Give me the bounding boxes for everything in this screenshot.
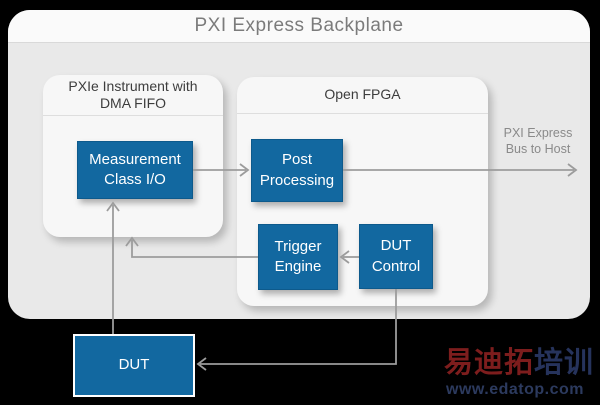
post-processing-block: Post Processing — [251, 139, 343, 202]
measurement-label-line1: Measurement — [89, 150, 181, 168]
bus-to-host-label: PXI Express Bus to Host — [496, 126, 580, 157]
post-processing-label-line2: Processing — [259, 171, 335, 189]
dut-control-block: DUT Control — [359, 224, 433, 289]
post-processing-label-line1: Post — [281, 151, 312, 169]
trigger-engine-label-line2: Engine — [274, 258, 322, 275]
trigger-engine-block: Trigger Engine — [258, 224, 338, 290]
pxie-instrument-title-line2: DMA FIFO — [99, 95, 167, 111]
watermark-text-blue: 培训 — [534, 347, 595, 379]
measurement-class-io-block: Measurement Class I/O — [77, 141, 193, 199]
trigger-engine-label-line1: Trigger — [274, 237, 322, 255]
bus-label-line2: Bus to Host — [505, 141, 571, 156]
measurement-label-line2: Class I/O — [104, 171, 166, 188]
pxie-instrument-panel: PXIe Instrument with DMA FIFO — [43, 75, 223, 237]
bus-label-line1: PXI Express — [503, 126, 573, 140]
open-fpga-title-text: Open FPGA — [324, 86, 401, 103]
backplane-header: PXI Express Backplane — [8, 10, 590, 43]
dut-control-label-line1: DUT — [380, 237, 412, 255]
watermark-url: www.edatop.com — [446, 381, 584, 398]
dut-block: DUT — [73, 334, 195, 397]
watermark-text-red: 易迪拓 — [444, 347, 535, 379]
dut-label: DUT — [118, 356, 150, 374]
open-fpga-title: Open FPGA — [237, 77, 488, 114]
dut-control-label-line2: Control — [371, 257, 421, 275]
pxie-instrument-title: PXIe Instrument with DMA FIFO — [43, 75, 223, 116]
pxie-instrument-title-line1: PXIe Instrument with — [68, 77, 198, 94]
backplane-title: PXI Express Backplane — [194, 15, 404, 36]
watermark-logo: 易迪拓培训 — [444, 349, 600, 378]
